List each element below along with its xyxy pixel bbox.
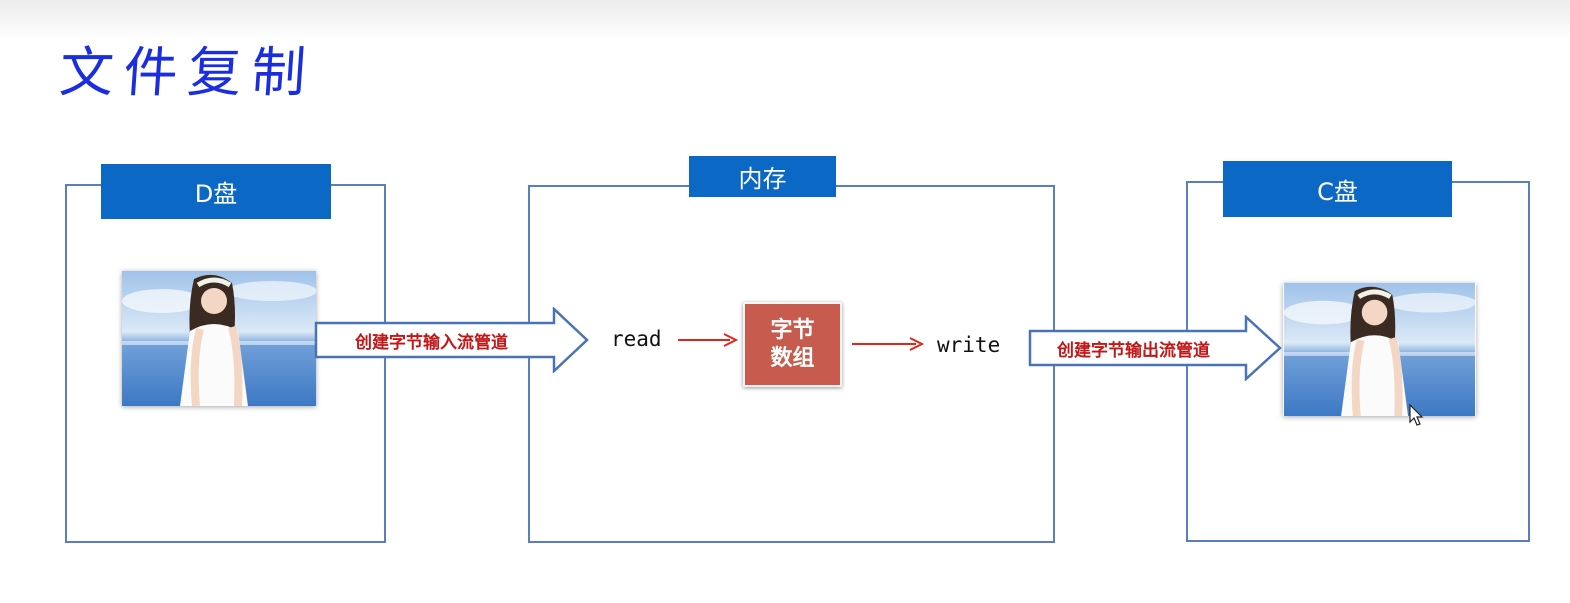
- mouse-pointer-icon: [1409, 404, 1424, 426]
- byte-array-line2: 数组: [770, 345, 815, 371]
- source-photo: [122, 271, 316, 406]
- byte-array-line1: 字节: [770, 317, 815, 343]
- read-arrow: [678, 333, 739, 347]
- memory-tab: 内存: [689, 156, 836, 197]
- photo-of-girl-by-sea-icon: [122, 271, 316, 406]
- output-pipe-arrow: 创建字节输出流管道: [1028, 315, 1283, 381]
- input-pipe-arrow: 创建字节输入流管道: [314, 307, 590, 373]
- photo-of-girl-by-sea-icon: [1283, 283, 1476, 416]
- input-pipe-label: 创建字节输入流管道: [355, 333, 508, 353]
- d-drive-tab: D盘: [101, 164, 331, 219]
- byte-array-box: 字节 数组: [743, 302, 842, 387]
- output-pipe-label: 创建字节输出流管道: [1057, 341, 1210, 361]
- page-title: 文件复制: [57, 41, 318, 104]
- read-label: read: [611, 327, 662, 351]
- write-label: write: [937, 333, 1001, 357]
- destination-photo: [1283, 283, 1476, 416]
- top-band: [0, 0, 1570, 40]
- write-arrow: [852, 337, 925, 351]
- c-drive-tab: C盘: [1223, 161, 1452, 217]
